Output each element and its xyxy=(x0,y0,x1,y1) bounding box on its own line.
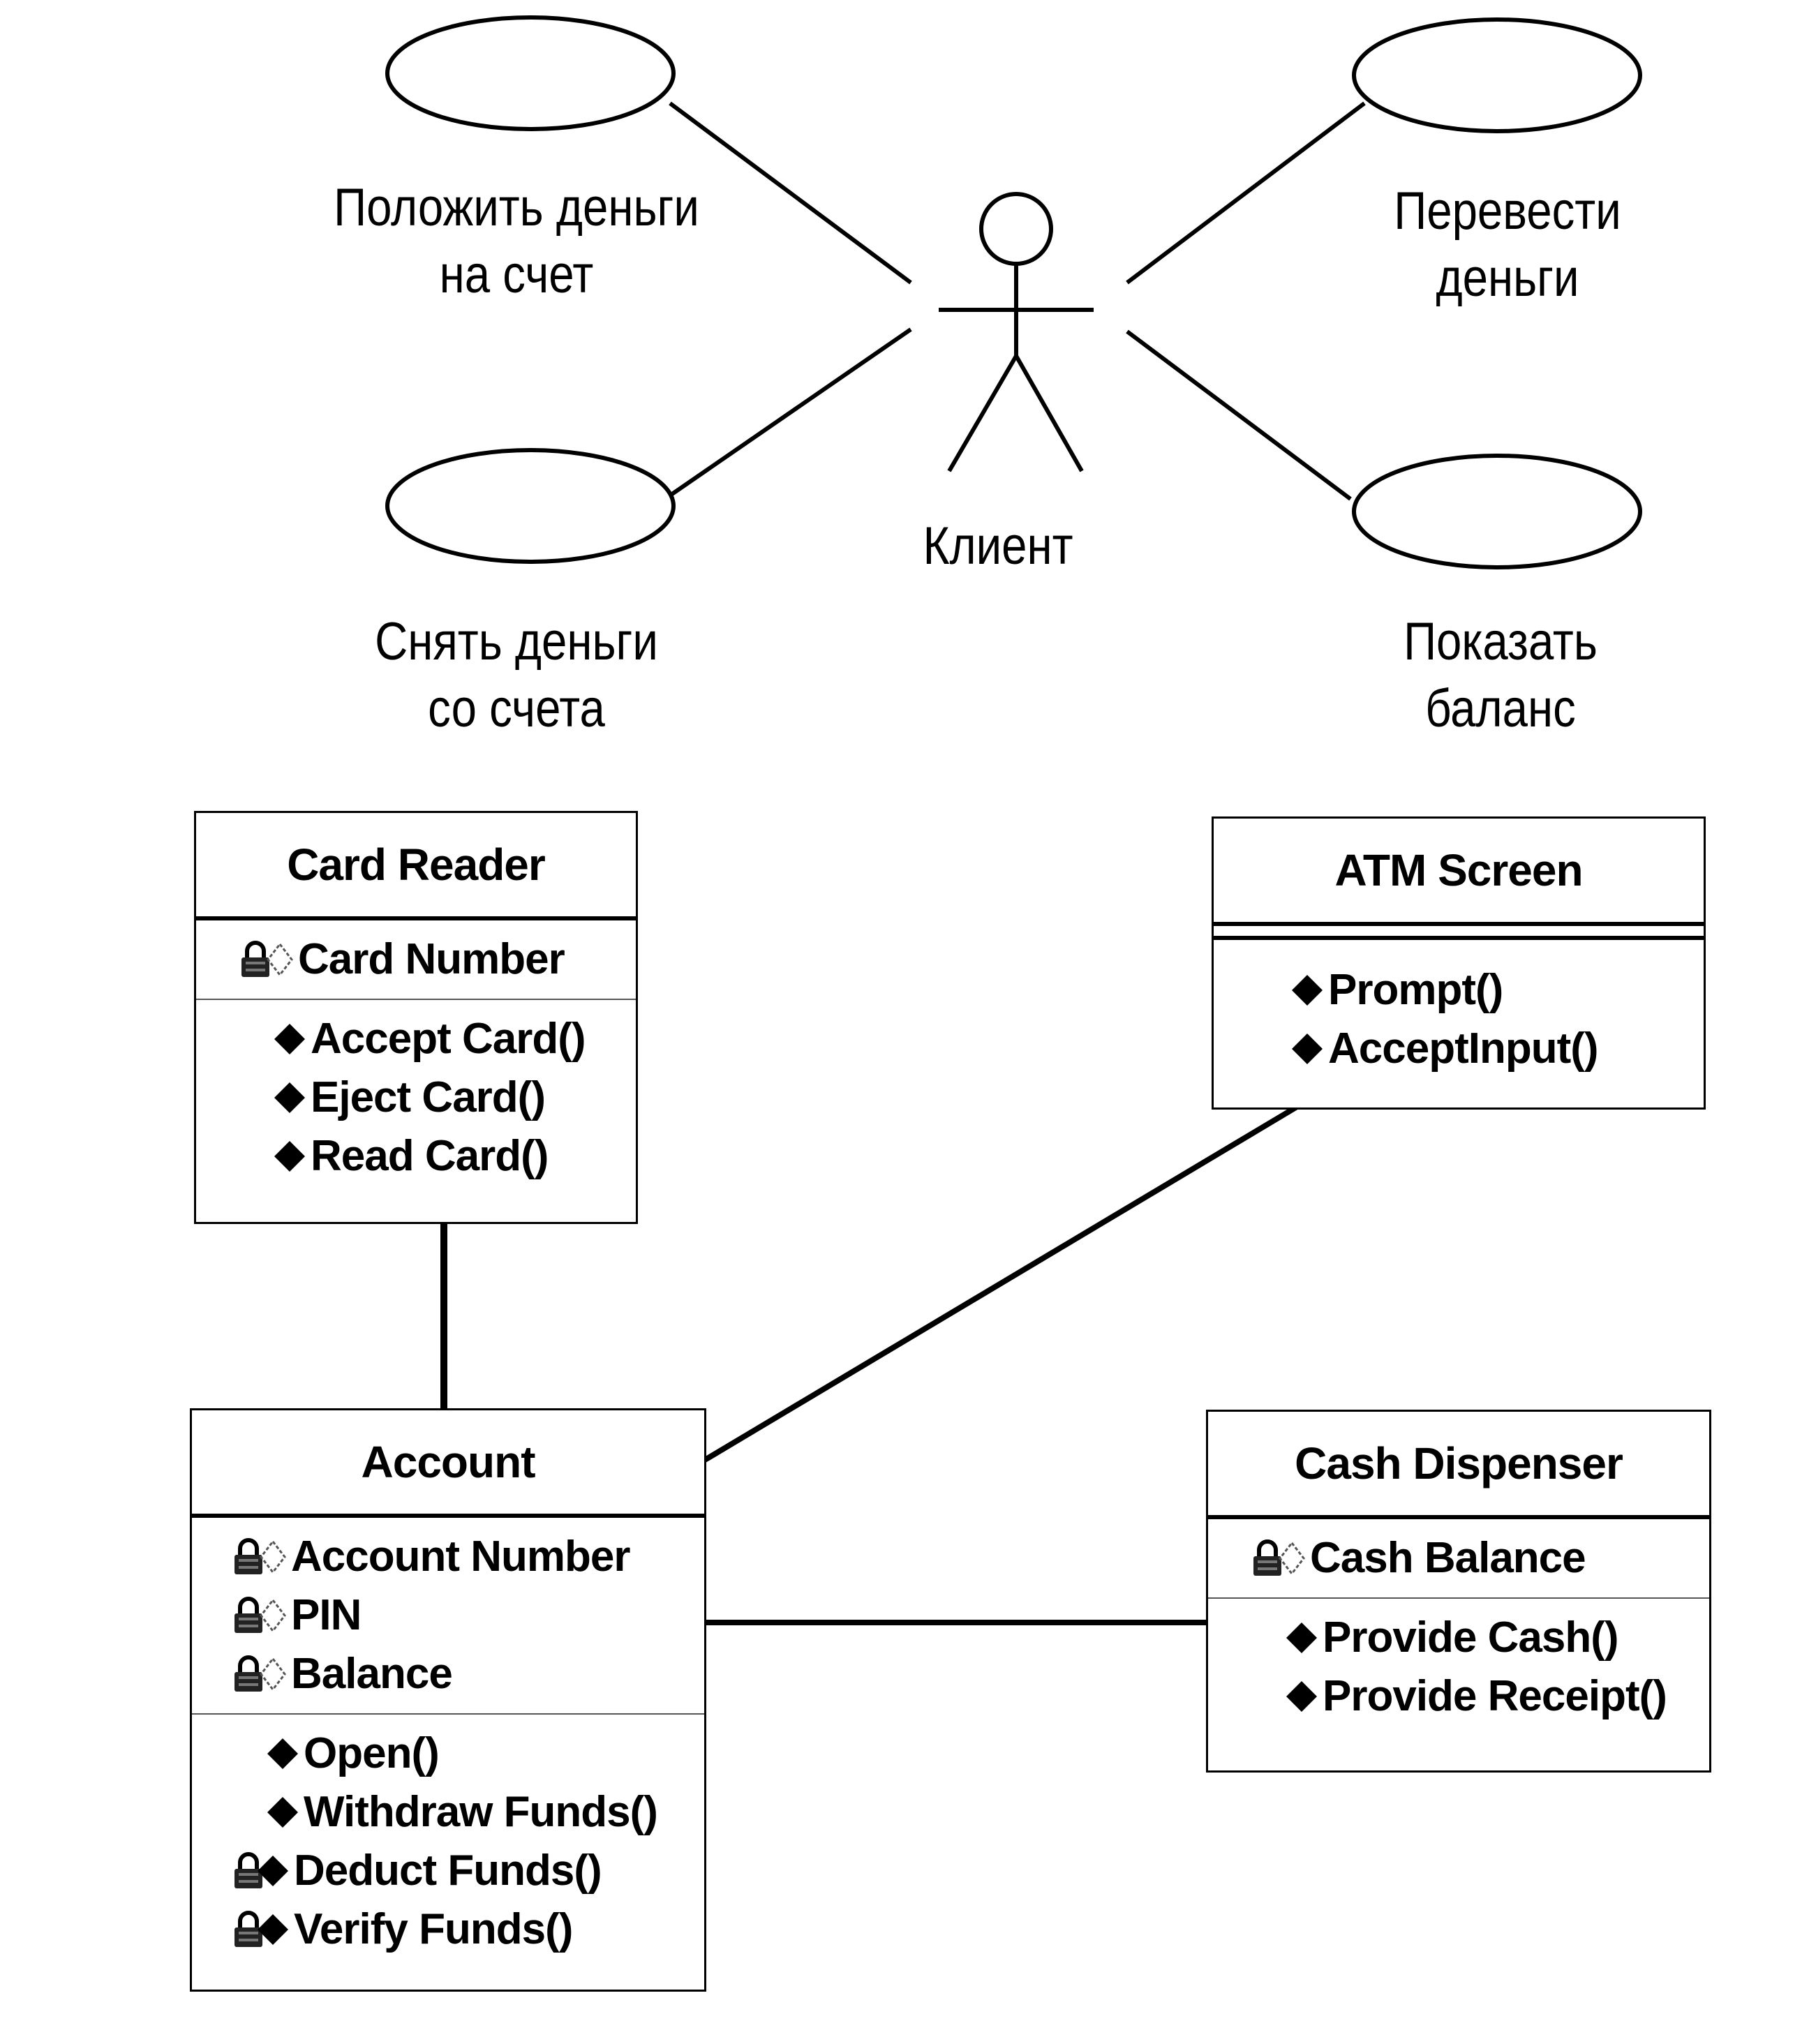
operation-row: Withdraw Funds() xyxy=(232,1783,704,1842)
assoc-withdraw xyxy=(669,327,912,498)
private-attribute-icon xyxy=(239,941,294,978)
private-operation-icon xyxy=(232,1852,290,1890)
operation-row: Provide Receipt() xyxy=(1285,1667,1709,1726)
private-attribute-icon xyxy=(232,1538,287,1576)
operation-row: Provide Cash() xyxy=(1285,1609,1709,1667)
class-operations: Accept Card() Eject Card() Read Card() xyxy=(196,1000,636,1195)
assoc-transfer xyxy=(1126,101,1366,285)
attribute-row: Card Number xyxy=(239,930,636,989)
assoc-atmscreen-account xyxy=(703,1103,1300,1463)
class-operations: Provide Cash() Provide Receipt() xyxy=(1208,1599,1709,1736)
public-operation-icon xyxy=(266,1737,299,1770)
public-operation-icon xyxy=(1290,1032,1324,1066)
operation-row: Verify Funds() xyxy=(232,1900,704,1959)
attribute-label: Account Number xyxy=(291,1532,630,1581)
private-operation-icon xyxy=(232,1911,290,1948)
operation-label: Prompt() xyxy=(1328,966,1503,1014)
operation-label: Read Card() xyxy=(311,1132,549,1180)
public-operation-icon xyxy=(1285,1621,1318,1655)
attribute-row: Account Number xyxy=(232,1528,704,1586)
class-attributes: Card Number xyxy=(196,920,636,1000)
attribute-label: PIN xyxy=(291,1591,362,1639)
public-operation-icon xyxy=(1290,973,1324,1007)
operation-row: Prompt() xyxy=(1290,961,1704,1020)
class-attributes: Account Number PIN Balance xyxy=(192,1518,704,1715)
class-card-reader[interactable]: Card Reader Card Number Accept Card() Ej… xyxy=(194,811,638,1224)
private-attribute-icon xyxy=(232,1655,287,1693)
use-case-ellipse-withdraw[interactable] xyxy=(385,448,676,564)
class-attributes: Cash Balance xyxy=(1208,1519,1709,1599)
class-divider xyxy=(196,916,636,920)
assoc-deposit xyxy=(669,101,912,285)
operation-label: Verify Funds() xyxy=(294,1905,573,1953)
public-operation-icon xyxy=(273,1081,306,1114)
use-case-ellipse-balance[interactable] xyxy=(1352,454,1642,569)
public-operation-icon xyxy=(266,1796,299,1829)
class-name: ATM Screen xyxy=(1334,845,1583,895)
class-name: Cash Dispenser xyxy=(1295,1438,1623,1489)
operation-row: Read Card() xyxy=(273,1127,636,1186)
class-operations: Prompt() AcceptInput() xyxy=(1214,940,1704,1088)
operation-label: Provide Cash() xyxy=(1323,1613,1619,1662)
attribute-label: Balance xyxy=(291,1650,453,1698)
operation-label: AcceptInput() xyxy=(1328,1024,1599,1073)
private-attribute-icon xyxy=(1251,1539,1306,1577)
class-divider xyxy=(1208,1515,1709,1519)
class-divider xyxy=(1214,922,1704,940)
operation-label: Withdraw Funds() xyxy=(304,1788,658,1836)
public-operation-icon xyxy=(273,1022,306,1056)
assoc-balance xyxy=(1126,329,1352,501)
class-operations: Open() Withdraw Funds() Deduct Funds() V… xyxy=(192,1715,704,1969)
attribute-row: Balance xyxy=(232,1645,704,1703)
operation-label: Open() xyxy=(304,1729,440,1777)
attribute-label: Cash Balance xyxy=(1310,1534,1586,1582)
operation-label: Accept Card() xyxy=(311,1015,586,1063)
class-name: Account xyxy=(361,1437,536,1487)
operation-row: AcceptInput() xyxy=(1290,1020,1704,1078)
class-atm-screen[interactable]: ATM Screen Prompt() AcceptInput() xyxy=(1212,816,1706,1110)
public-operation-icon xyxy=(1285,1680,1318,1713)
public-operation-icon xyxy=(273,1140,306,1173)
class-divider xyxy=(192,1514,704,1518)
use-case-ellipse-deposit[interactable] xyxy=(385,15,676,131)
operation-row: Deduct Funds() xyxy=(232,1842,704,1900)
actor-label: Клиент xyxy=(923,516,1073,576)
operation-row: Eject Card() xyxy=(273,1068,636,1127)
attribute-row: PIN xyxy=(232,1586,704,1645)
private-attribute-icon xyxy=(232,1597,287,1634)
operation-label: Eject Card() xyxy=(311,1073,546,1121)
class-name: Card Reader xyxy=(287,840,546,890)
operation-label: Deduct Funds() xyxy=(294,1847,602,1895)
attribute-row: Cash Balance xyxy=(1251,1529,1709,1588)
use-case-ellipse-transfer[interactable] xyxy=(1352,17,1642,133)
class-cash-dispenser[interactable]: Cash Dispenser Cash Balance Provide Cash… xyxy=(1206,1410,1711,1773)
stick-figure-icon[interactable] xyxy=(939,192,1094,472)
class-account[interactable]: Account Account Number PIN Balance Open(… xyxy=(190,1408,706,1992)
attribute-label: Card Number xyxy=(298,935,565,983)
operation-row: Open() xyxy=(232,1724,704,1783)
operation-row: Accept Card() xyxy=(273,1010,636,1068)
operation-label: Provide Receipt() xyxy=(1323,1672,1667,1720)
